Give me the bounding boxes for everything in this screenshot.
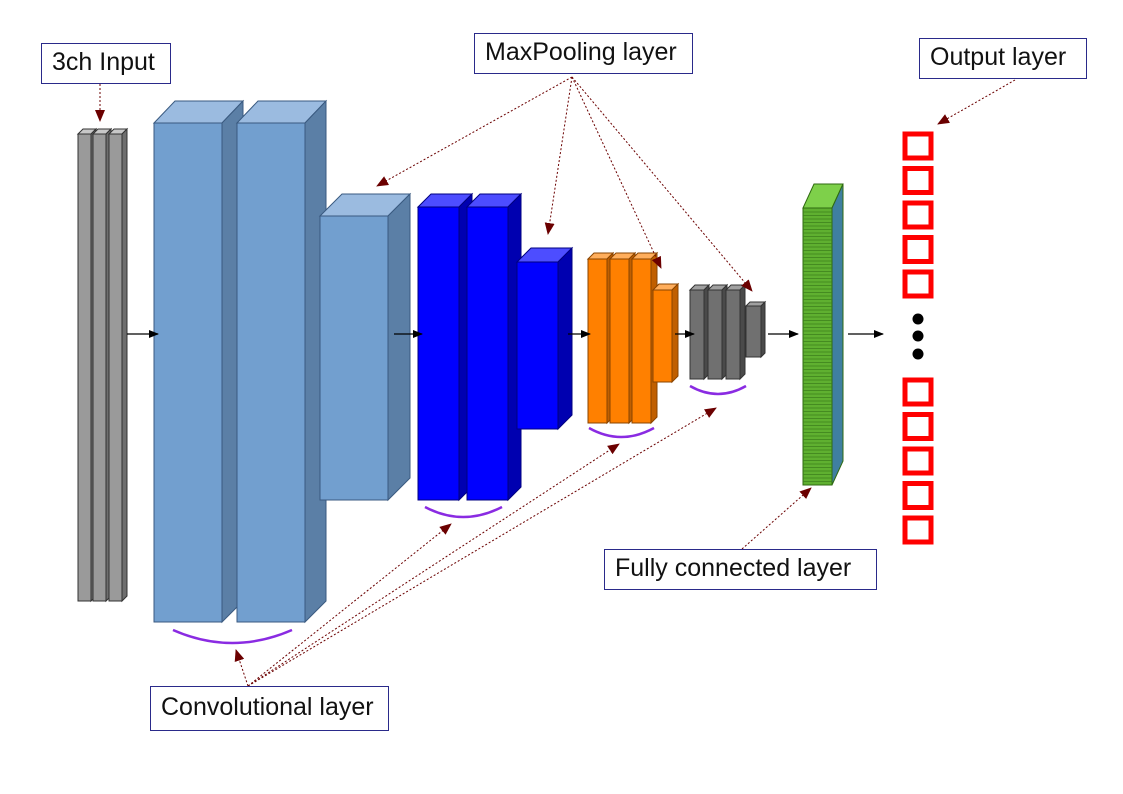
maxpool3-block bbox=[651, 282, 680, 384]
output-units bbox=[902, 131, 934, 545]
conv4-block-3 bbox=[724, 283, 747, 381]
maxpool4-block bbox=[744, 300, 767, 359]
leader-conv-3 bbox=[247, 443, 620, 687]
label-convolutional-layer: Convolutional layer bbox=[150, 686, 389, 731]
conv3-block-2 bbox=[608, 251, 637, 425]
fc-neuron-stripes bbox=[803, 211, 832, 482]
maxpool1-block bbox=[318, 192, 412, 502]
label-output-layer: Output layer bbox=[919, 38, 1087, 79]
leader-output bbox=[937, 79, 1016, 125]
leader-conv-2 bbox=[247, 523, 452, 687]
leader-conv-1 bbox=[234, 649, 249, 687]
output-unit-2 bbox=[902, 166, 934, 195]
bracket-conv3 bbox=[588, 426, 655, 439]
input-block bbox=[76, 127, 129, 603]
conv-brackets bbox=[172, 384, 747, 645]
output-unit-7 bbox=[902, 412, 934, 441]
output-unit-3 bbox=[902, 200, 934, 230]
input-channel-2 bbox=[91, 127, 113, 603]
leader-pool-2 bbox=[544, 76, 573, 235]
label-3ch-input: 3ch Input bbox=[41, 43, 171, 84]
leader-pool-4 bbox=[571, 76, 753, 292]
maxpool2-block bbox=[515, 246, 574, 431]
leader-pool-3 bbox=[571, 76, 662, 269]
conv2-block-1 bbox=[416, 192, 474, 502]
output-unit-4 bbox=[902, 235, 934, 264]
conv2-block-2 bbox=[465, 192, 523, 502]
output-unit-6 bbox=[902, 377, 934, 407]
output-unit-9 bbox=[902, 481, 934, 510]
leader-lines bbox=[95, 76, 1016, 687]
output-ellipsis bbox=[912, 313, 924, 360]
fully-connected-block bbox=[802, 183, 844, 486]
conv1-block-2 bbox=[235, 99, 328, 624]
output-unit-1 bbox=[902, 131, 934, 161]
leader-pool-1 bbox=[376, 76, 573, 187]
output-unit-8 bbox=[902, 446, 934, 476]
label-maxpooling-layer: MaxPooling layer bbox=[474, 33, 693, 74]
label-fully-connected-layer: Fully connected layer bbox=[604, 549, 877, 590]
conv4-block-2 bbox=[706, 283, 729, 381]
leader-conv-4 bbox=[247, 407, 717, 687]
output-unit-5 bbox=[902, 269, 934, 299]
conv3-block-1 bbox=[586, 251, 615, 425]
bracket-conv1 bbox=[172, 628, 293, 645]
bracket-conv4 bbox=[689, 384, 747, 396]
bracket-conv2 bbox=[424, 505, 503, 519]
conv1-block-1 bbox=[152, 99, 245, 624]
output-unit-10 bbox=[902, 515, 934, 545]
conv4-block-1 bbox=[688, 283, 711, 381]
leader-fc bbox=[741, 487, 812, 550]
input-channel-3 bbox=[107, 127, 129, 603]
